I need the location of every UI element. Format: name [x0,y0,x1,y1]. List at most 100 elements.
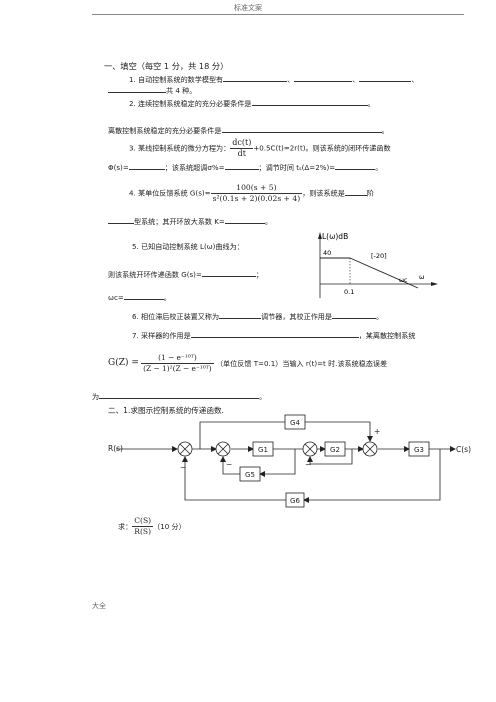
sign-minus-2: − [226,460,232,469]
q7-blank-1[interactable] [190,330,359,338]
q1-blank-4[interactable] [108,85,166,93]
control-block-diagram: G1 G2 G3 G4 G5 G6 R(s) C(s) − − − + [108,414,471,508]
edge-to-g6 [303,449,441,503]
q3-derivative: dc(t)dt [230,138,254,159]
edge-to-g5 [259,449,296,477]
q3-blank-2[interactable] [224,162,259,170]
q3-den: dt [237,149,246,158]
page-header: 标准文案 [234,4,262,12]
q4-blank-2[interactable] [108,216,134,224]
q7-text-3: （单位反馈 T=0.1）当输入 r(t)=t 时.该系统稳态误差 [215,359,388,368]
summing-junction-3 [362,441,378,457]
sign-minus-1: − [180,463,186,472]
q5-blank-1[interactable] [201,269,256,277]
q5-blank-2[interactable] [123,292,164,300]
q1-blank-3[interactable] [359,74,412,82]
q3-num: dc(t) [230,138,254,149]
section-2-ask: 求：C(S)R(S)（10 分） [118,516,186,537]
question-4-line1: 4. 某单位反馈系统 G(s)=100(s + 5)s²(0.1s + 2)(0… [129,183,374,204]
q3-sigma: ；该系统超调σ%= [164,163,225,172]
q7-den: (Z − 1)²(Z − e⁻¹⁰ᵀ) [143,364,212,373]
question-5-line1: 5. 已知自动控制系统 L(ω)曲线为： [132,242,244,251]
label-g4: G4 [290,419,300,427]
q4-num: 100(s + 5) [210,183,303,194]
summing-junction-g2 [302,441,318,457]
q3-phi: Φ(s)= [108,163,129,172]
q4-text: 4. 某单位反馈系统 G(s)= [129,188,211,198]
q2d-end: 。 [381,126,389,135]
q4-type: 型系统；其开环放大系数 K= [134,217,225,226]
label-g6: G6 [290,497,300,505]
q7-text: 7. 采样器的作用是 [132,331,191,340]
question-7-line2: G(Z) = (1 − e⁻¹⁰ᵀ)(Z − 1)²(Z − e⁻¹⁰ᵀ) （单… [108,353,387,374]
question-1-line1: 1. 自动控制系统的数学模型有、、、 [129,74,418,84]
question-4-line2: 型系统；其开环放大系数 K=。 [108,216,272,226]
q5-end: 。 [163,293,171,302]
bode-40: 40 [323,249,331,257]
block-g6 [285,492,305,508]
q3-ts: ；调节时间 tₛ(Δ=2%)= [258,163,336,172]
q4-blank-1[interactable] [344,188,367,196]
sign-plus: + [374,427,380,436]
q7-num: (1 − e⁻¹⁰ᵀ) [141,353,214,364]
q3-end: 。 [375,163,383,172]
q6-text-2: 调节器，其校正作用是 [261,312,332,321]
edge-to-g4 [199,421,285,449]
block-g4 [284,414,306,430]
section-1-title: 一、填空（每空 1 分，共 18 分） [104,61,229,71]
q6-text: 6. 相位滞后校正装置又称为 [132,312,220,321]
q4-transfer-function: 100(s + 5)s²(0.1s + 2)(0.02s + 4) [210,183,303,204]
summing-junction-2 [215,441,231,457]
q7-text-2: ，某离散控制系统 [358,331,416,340]
label-output: C(s) [456,445,471,454]
edge-g2-feedback [307,449,353,465]
page-footer: 大全 [92,602,106,610]
q7-blank-2[interactable] [99,391,260,399]
q7-gz: G(Z) = [108,358,139,368]
block-g2 [324,441,346,457]
summing-junction-1 [177,441,193,457]
q6-blank-2[interactable] [332,311,376,319]
q6-blank-1[interactable] [219,311,262,319]
edge-g5-to-s2 [220,456,240,475]
bode-01: 0.1 [344,288,354,296]
question-2: 2. 连续控制系统稳定的充分必要条件是。 [129,98,375,108]
q1-sep-2: 、 [352,75,360,84]
q4-text-2: ，则该系统是 [302,188,345,198]
bode-ylabel: L(ω)dB [322,232,348,241]
header-rule [92,14,464,15]
bode-y-arrow [318,232,322,239]
q7-wei: 为 [92,392,100,401]
q2-blank[interactable] [251,98,368,106]
bode-slope-segment [349,257,419,289]
question-5-line3: ωc=。 [108,292,171,302]
bode-x-arrow [431,282,438,286]
sign-minus-3: − [305,460,311,469]
label-g3: G3 [414,446,424,454]
ask-label: 求： [118,522,133,531]
q1-blank-2[interactable] [294,74,353,82]
question-2-discrete: 离散控制系统稳定的充分必要条件是。 [108,125,389,135]
q3-blank-3[interactable] [335,162,376,170]
q5-sep: ； [255,270,263,279]
question-3-line1: 3. 某线控制系统的微分方程为：dc(t)dt+0.5C(t)=2r(t)。则该… [129,138,391,159]
q3-text-2: +0.5C(t)=2r(t)。则该系统的闭环传递函数 [253,143,391,153]
question-7-line1: 7. 采样器的作用是 ，某离散控制系统 [132,330,415,340]
q4-blank-3[interactable] [224,216,265,224]
section-2-title: 二、1.求图示控制系统的传递函数. [108,406,224,415]
bode-w: ω [419,273,424,281]
question-1-line2: 共 4 种。 [108,85,196,95]
q3-blank-1[interactable] [128,162,165,170]
q5-text: 则该系统开环传递函数 G(s)= [108,270,202,279]
block-g5 [239,466,261,482]
question-5-line2: 则该系统开环传递函数 G(s)= ； [108,269,263,279]
label-g5: G5 [245,471,255,479]
edge-g4-to-s3 [305,421,373,442]
edge-g6-to-s1 [182,456,286,501]
q4-order: 阶 [366,188,374,198]
q1-sep-3: 、 [411,75,419,84]
q1-blank-1[interactable] [223,74,288,82]
q2-end: 。 [367,99,375,108]
q2d-blank[interactable] [221,125,382,133]
q7-transfer-function: (1 − e⁻¹⁰ᵀ)(Z − 1)²(Z − e⁻¹⁰ᵀ) [141,353,214,374]
